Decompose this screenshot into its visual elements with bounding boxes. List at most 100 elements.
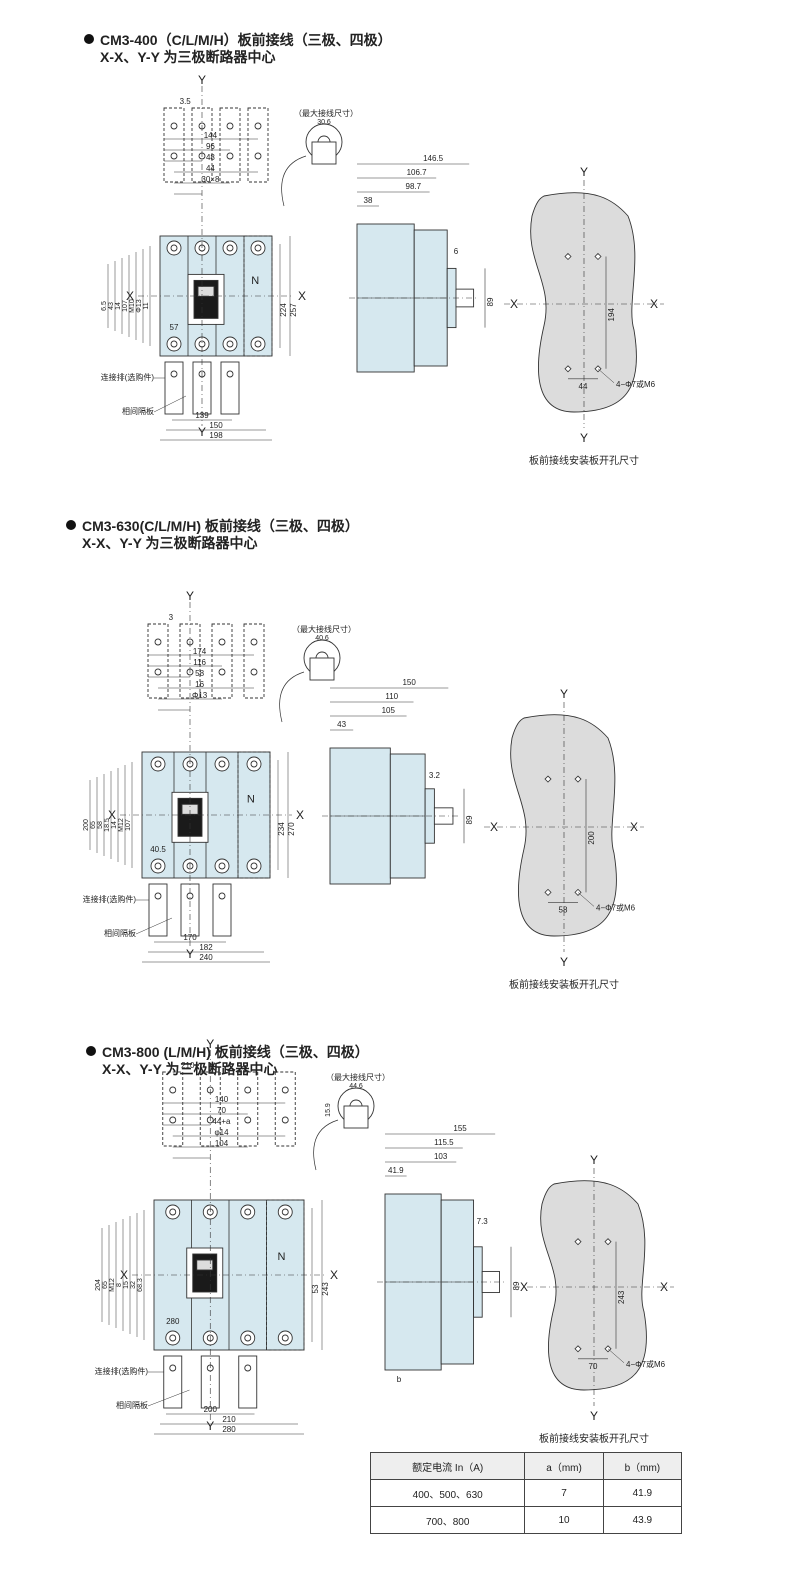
busbar-annotation: 连接排(选购件) bbox=[101, 372, 155, 382]
dimension-label: M12 bbox=[118, 818, 125, 832]
x-axis-label: X bbox=[126, 289, 134, 303]
dimension-label: 198 bbox=[209, 431, 223, 440]
barrier-annotation: 相间隔板 bbox=[116, 1400, 148, 1410]
dimension-label: 170 bbox=[183, 933, 197, 942]
y-axis-label: Y bbox=[590, 1409, 598, 1423]
dimension-label: 30×8 bbox=[201, 175, 220, 184]
busbar-hole-icon bbox=[254, 122, 262, 130]
dimension-label: 89 bbox=[486, 297, 495, 306]
dimension-label: 144 bbox=[204, 131, 218, 140]
x-axis-label: X bbox=[296, 808, 304, 822]
y-axis-label: Y bbox=[198, 73, 206, 87]
max-wiring-label: （最大接线尺寸） bbox=[326, 1072, 390, 1082]
busbar-hole-icon bbox=[169, 1116, 177, 1124]
y-axis-label: Y bbox=[186, 589, 194, 603]
dimension-label: 14 bbox=[115, 302, 122, 310]
dimension-label: 200 bbox=[83, 819, 90, 831]
table-cell: 400、500、630 bbox=[369, 1479, 526, 1507]
busbar-hole-icon bbox=[170, 370, 178, 378]
dimension-label: 240 bbox=[199, 953, 213, 962]
x-axis-label: X bbox=[108, 808, 116, 822]
busbar-hole-icon bbox=[226, 152, 234, 160]
mounting-hole-icon bbox=[544, 775, 552, 783]
leader-line bbox=[597, 368, 615, 383]
hole-spec-label: 4−Φ7或M6 bbox=[596, 902, 636, 912]
terminal-screw-icon bbox=[170, 244, 178, 252]
dimension-label: 200 bbox=[204, 1405, 218, 1414]
y-axis-label: Y bbox=[206, 1419, 214, 1433]
dimension-label: 210 bbox=[222, 1415, 236, 1424]
terminal-screw-icon bbox=[218, 862, 226, 870]
dimension-label: 150 bbox=[402, 678, 416, 687]
y-axis-label: Y bbox=[206, 1037, 214, 1051]
table-header: b（mm) bbox=[602, 1452, 683, 1480]
mounting-hole-icon bbox=[574, 1238, 582, 1246]
mounting-hole-icon bbox=[564, 365, 572, 373]
leader-line bbox=[147, 1389, 190, 1407]
mounting-panel-shape bbox=[510, 714, 617, 937]
neutral-pole-label: N bbox=[247, 793, 255, 805]
dimension-label: M10 bbox=[129, 299, 136, 313]
busbar-hole-icon bbox=[169, 1086, 177, 1094]
dimension-label: 44 bbox=[579, 382, 588, 391]
dimension-label: 280 bbox=[166, 1317, 180, 1326]
dimension-label: 44 bbox=[206, 164, 215, 173]
busbar-top-outline bbox=[274, 1071, 296, 1147]
leader-line bbox=[153, 395, 187, 413]
terminal-screw-icon bbox=[154, 760, 162, 768]
dimension-label: 155 bbox=[453, 1124, 467, 1133]
leader-line bbox=[135, 917, 173, 935]
busbar-hole-icon bbox=[154, 892, 162, 900]
y-axis-label: Y bbox=[580, 431, 588, 445]
busbar-hole-icon bbox=[170, 152, 178, 160]
mounting-hole-icon bbox=[594, 252, 602, 261]
dimension-label: 70 bbox=[217, 1106, 226, 1115]
panel-caption: 板前接线安装板开孔尺寸 bbox=[539, 1432, 649, 1445]
dimension-label: 43 bbox=[108, 302, 115, 310]
dimension-label: 18.5 bbox=[104, 818, 111, 832]
mounting-hole-icon bbox=[604, 1238, 612, 1246]
section-3-title-block: CM3-800 (L/M/H) 板前接线（三极、四极） X-X、Y-Y 为三极断… bbox=[86, 1044, 369, 1078]
neutral-pole-label: N bbox=[251, 275, 259, 287]
busbar-hole-icon bbox=[169, 1364, 177, 1372]
dimension-label: 150 bbox=[209, 421, 223, 430]
dimension-label: 58 bbox=[97, 821, 104, 829]
dimension-label: 32 bbox=[130, 1281, 137, 1289]
bullet-icon bbox=[84, 34, 94, 44]
table-cell: 7 bbox=[524, 1479, 604, 1507]
callout-arc bbox=[281, 155, 307, 207]
max-wiring-lug bbox=[309, 657, 335, 681]
busbar-hole-icon bbox=[218, 892, 226, 900]
max-wiring-dim: 44.6 bbox=[349, 1083, 363, 1090]
dimension-label: 16 bbox=[195, 680, 204, 689]
dimension-label: 15 bbox=[123, 1281, 130, 1289]
busbar-top-outline bbox=[243, 623, 265, 699]
terminal-screw-icon bbox=[244, 1208, 252, 1216]
dimension-label: b bbox=[397, 1375, 402, 1384]
dimension-label: 98.7 bbox=[406, 182, 422, 191]
y-axis-label: Y bbox=[590, 1153, 598, 1167]
dimension-label: M12 bbox=[109, 1278, 116, 1292]
busbar-bottom bbox=[212, 883, 232, 937]
busbar-hole-icon bbox=[250, 668, 258, 676]
dimension-label: 89 bbox=[465, 815, 474, 824]
dimension-label: 3.5 bbox=[180, 97, 192, 106]
table-row: 700、800 10 43.9 bbox=[369, 1506, 683, 1534]
table-cell: 43.9 bbox=[602, 1506, 683, 1534]
dimension-label: 38 bbox=[364, 196, 373, 205]
section-3-title: CM3-800 (L/M/H) 板前接线（三极、四极） bbox=[102, 1044, 369, 1060]
dimension-label: 3 bbox=[169, 613, 174, 622]
panel-caption: 板前接线安装板开孔尺寸 bbox=[509, 978, 619, 991]
busbar-bottom bbox=[164, 361, 184, 415]
y-axis-label: Y bbox=[560, 687, 568, 701]
busbar-hole-icon bbox=[170, 122, 178, 130]
x-axis-label: X bbox=[330, 1268, 338, 1282]
dimension-label: 89 bbox=[512, 1281, 521, 1290]
dimension-label: 6 bbox=[454, 247, 459, 256]
busbar-top-outline bbox=[147, 623, 169, 699]
current-table: 额定电流 In（A) a（mm) b（mm) 400、500、630 7 41.… bbox=[369, 1452, 683, 1534]
dimension-label: 8 bbox=[116, 1283, 123, 1287]
handle-indicator-icon bbox=[197, 285, 215, 297]
dimension-label: 40.5 bbox=[150, 845, 166, 854]
busbar-hole-icon bbox=[218, 668, 226, 676]
